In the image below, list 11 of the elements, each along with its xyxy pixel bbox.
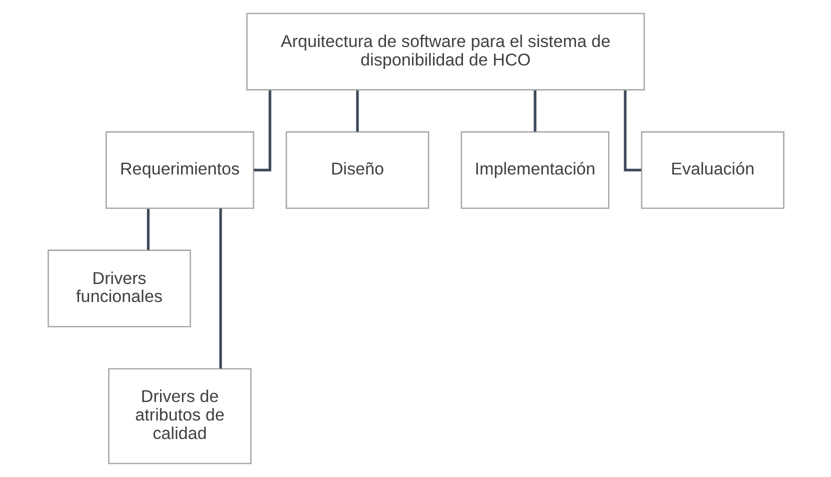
node-box: Drivers de atributos de calidad [108, 368, 252, 464]
node-box: Arquitectura de software para el sistema de disponibilidad de HCO [246, 12, 644, 90]
node-box: Diseño [285, 131, 429, 209]
connector [533, 90, 536, 132]
connector [218, 208, 222, 369]
node-box: Implementación [460, 131, 609, 209]
connector [146, 208, 150, 250]
connector [356, 90, 358, 132]
node-box: Requerimientos [105, 131, 254, 209]
node-box: Drivers funcionales [47, 250, 191, 328]
node-box: Evaluación [640, 131, 784, 209]
